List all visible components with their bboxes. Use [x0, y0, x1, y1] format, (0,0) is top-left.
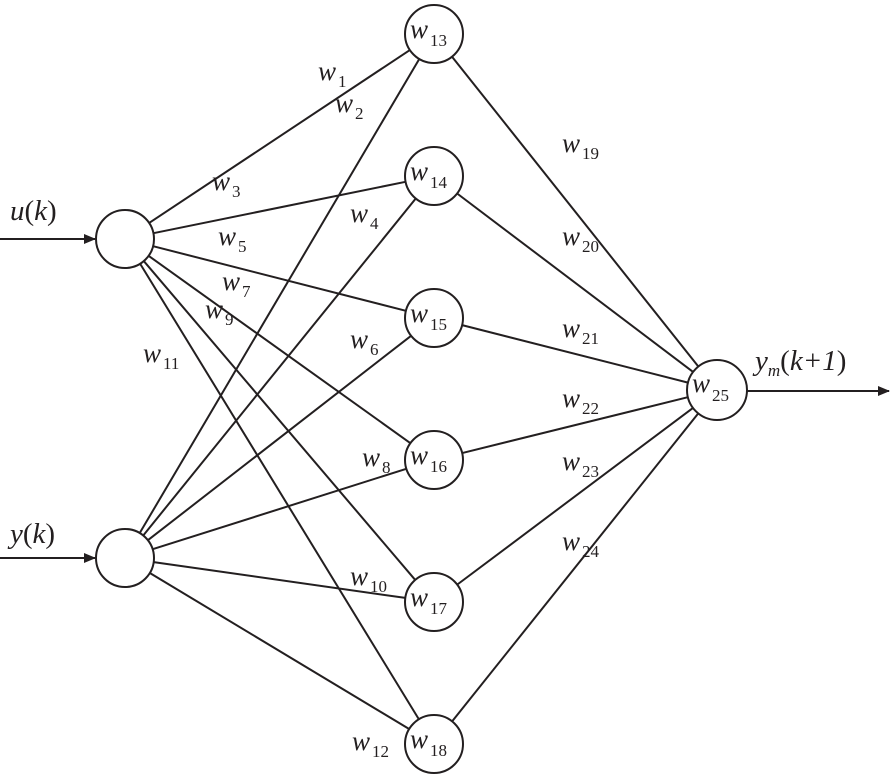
output-label-arg: k+1 — [790, 345, 837, 377]
output-label: ym(k+1) — [752, 345, 846, 380]
hidden-node-4 — [404, 430, 464, 490]
edge-y-to-hidden-4 — [152, 467, 407, 551]
input-label-y: y(k) — [7, 518, 55, 550]
edge-hidden-2-to-output — [456, 192, 694, 373]
output-node — [686, 359, 748, 421]
edge-hidden-3-to-output — [461, 324, 689, 384]
edge-u-to-hidden-1 — [148, 49, 411, 224]
hidden-node-3 — [404, 288, 464, 348]
edge-u-to-hidden-5 — [143, 260, 416, 581]
hidden-node-5 — [404, 572, 464, 632]
edge-u-to-hidden-2 — [153, 180, 406, 235]
edge-hidden-6-to-output — [451, 412, 700, 722]
edge-hidden-5-to-output — [456, 407, 694, 586]
edge-u-to-hidden-6 — [139, 263, 420, 720]
edge-y-to-hidden-2 — [142, 197, 417, 537]
input-label-u: u(k) — [10, 195, 57, 227]
edge-y-to-hidden-6 — [149, 572, 410, 730]
input-node-y — [95, 528, 155, 588]
edge-hidden-4-to-output — [461, 396, 689, 455]
hidden-node-1 — [404, 4, 464, 64]
edge-y-to-hidden-3 — [147, 334, 412, 542]
edge-u-to-hidden-4 — [148, 255, 411, 444]
input-node-u — [95, 209, 155, 269]
edge-y-to-hidden-1 — [138, 58, 421, 534]
hidden-node-2 — [404, 146, 464, 206]
hidden-node-6 — [404, 714, 464, 774]
edge-hidden-1-to-output — [451, 56, 700, 368]
edge-u-to-hidden-3 — [152, 245, 407, 312]
edge-y-to-hidden-5 — [153, 561, 406, 599]
